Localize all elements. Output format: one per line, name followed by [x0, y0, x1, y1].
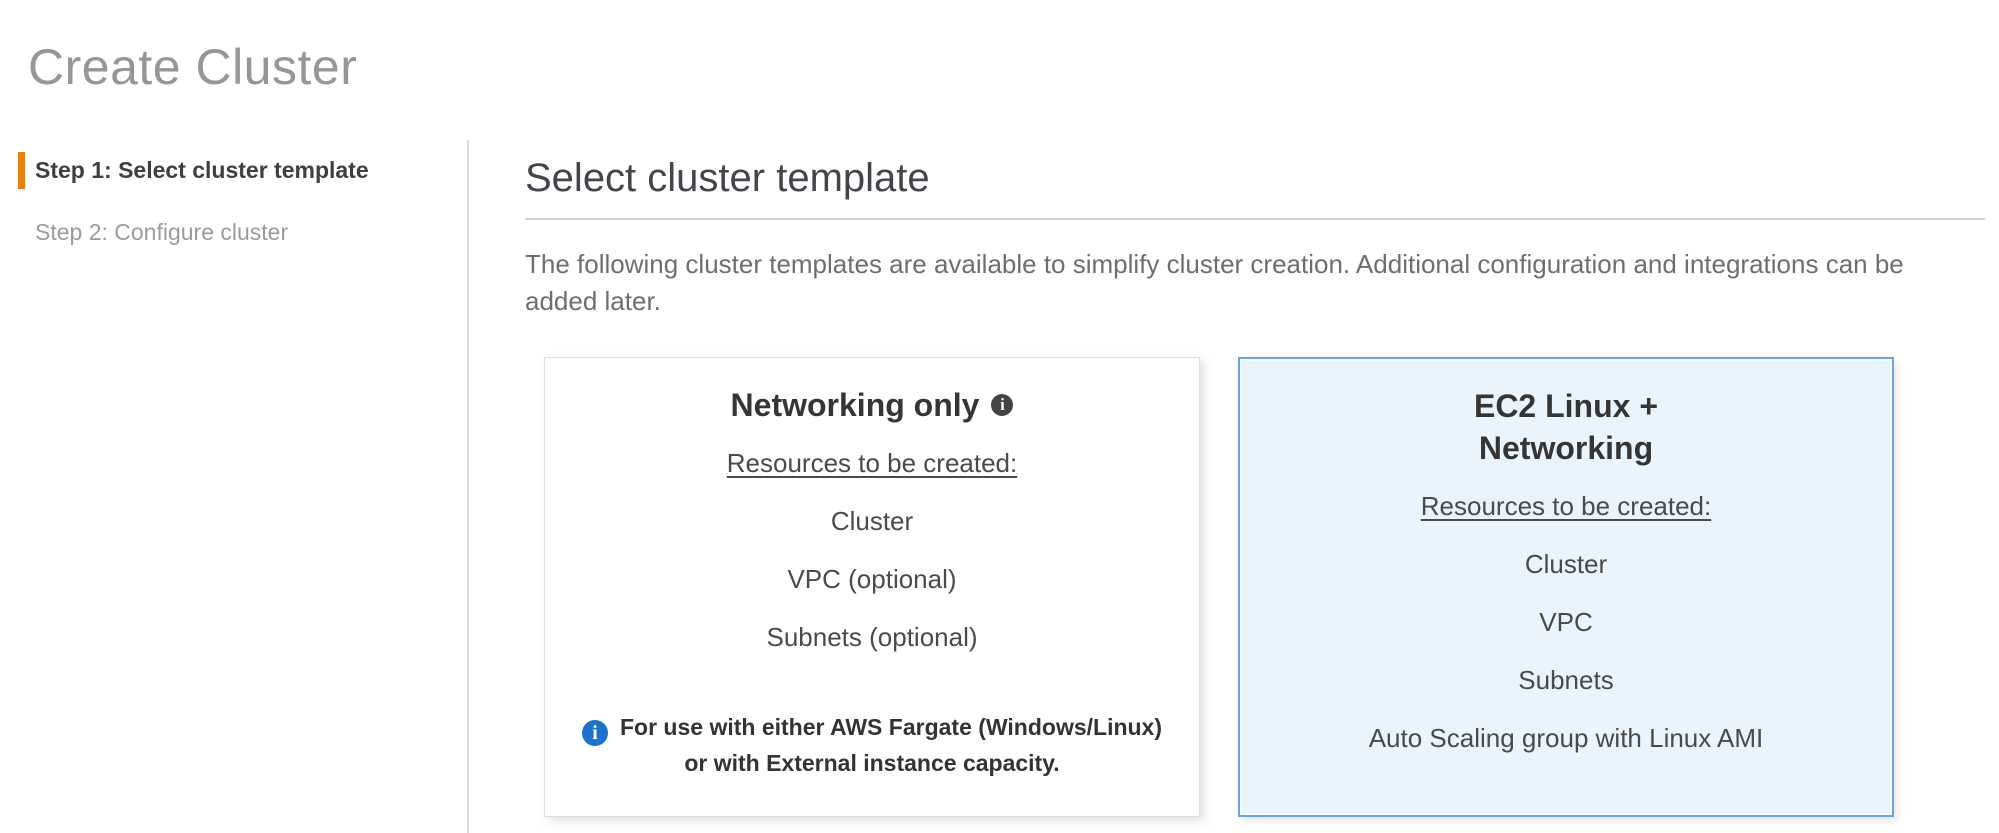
resources-heading: Resources to be created:	[1420, 491, 1712, 521]
card-title-row: EC2 Linux + Networking	[1474, 385, 1658, 469]
section-divider	[525, 218, 1985, 220]
resource-item: VPC	[1539, 607, 1593, 637]
resource-item: Cluster	[830, 506, 914, 536]
template-card-networking-only[interactable]: Networking only i Resources to be create…	[544, 357, 1200, 817]
card-title: Networking only	[730, 387, 980, 423]
wizard-step-2-configure-cluster[interactable]: Step 2: Configure cluster	[35, 219, 289, 245]
resource-item: Cluster	[1524, 549, 1608, 579]
resource-item: Auto Scaling group with Linux AMI	[1368, 723, 1764, 753]
main-content: Select cluster template The following cl…	[469, 140, 1999, 833]
wizard-body: Step 1: Select cluster template Step 2: …	[0, 140, 1999, 833]
template-card-ec2-linux-networking[interactable]: EC2 Linux + Networking Resources to be c…	[1238, 357, 1894, 817]
template-cards: Networking only i Resources to be create…	[544, 357, 1985, 817]
resource-item: VPC (optional)	[787, 564, 957, 594]
resources-heading: Resources to be created:	[726, 448, 1018, 478]
resource-item: Subnets	[1518, 665, 1614, 695]
page-title: Create Cluster	[28, 39, 358, 95]
wizard-step-1-select-cluster-template[interactable]: Step 1: Select cluster template	[18, 152, 467, 189]
section-description: The following cluster templates are avai…	[525, 249, 1904, 316]
resource-item: Subnets (optional)	[766, 622, 978, 652]
wizard-steps-nav: Step 1: Select cluster template Step 2: …	[0, 140, 469, 833]
section-heading: Select cluster template	[525, 156, 930, 200]
note-text: For use with either AWS Fargate (Windows…	[619, 714, 1163, 776]
card-title: EC2 Linux + Networking	[1473, 388, 1659, 466]
fargate-usage-note: i For use with either AWS Fargate (Window…	[581, 710, 1163, 780]
info-icon[interactable]: i	[991, 394, 1014, 416]
info-icon: i	[581, 720, 608, 746]
card-title-row: Networking only i	[731, 384, 1014, 426]
page-header: Create Cluster	[0, 0, 1999, 140]
